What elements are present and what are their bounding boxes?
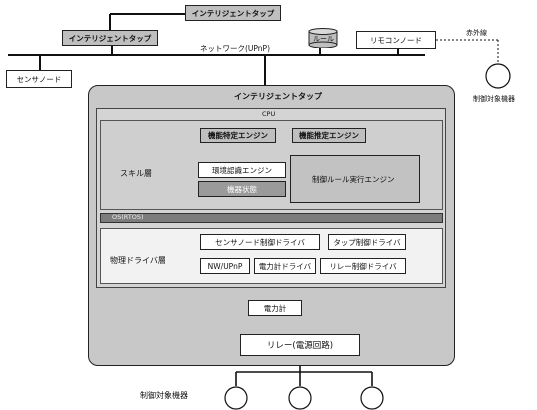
infrared-label: 赤外線 — [466, 29, 487, 37]
remote-control-node: リモコンノード — [356, 31, 436, 49]
control-rule-engine-box — [290, 155, 420, 203]
control-rule-engine-label: 制御ルール実行エンジン — [312, 175, 395, 184]
intelligent-tap-top: インテリジェントタップ — [185, 5, 281, 21]
cpu-label: CPU — [262, 110, 276, 118]
device-circle-right — [485, 63, 511, 89]
driver-layer-label: 物理ドライバ層 — [110, 256, 166, 265]
environment-recognition-engine: 環境認識エンジン — [198, 162, 286, 178]
network-label: ネットワーク(UPnP) — [200, 44, 271, 53]
controlled-device-label-bottom: 制御対象機器 — [140, 391, 188, 400]
device-state-box: 機器状態 — [198, 181, 286, 197]
sensor-node-driver: センサノード制御ドライバ — [200, 234, 320, 250]
device-circle-3 — [360, 386, 384, 410]
intelligent-tap-left: インテリジェントタップ — [62, 30, 158, 46]
situation-inference-engine: 機能推定エンジン — [292, 128, 366, 143]
device-circle-2 — [288, 386, 312, 410]
power-meter: 電力計 — [248, 300, 302, 316]
rule-database-icon — [308, 28, 338, 49]
rule-label: ルール — [313, 35, 334, 43]
skill-layer-label: スキル層 — [120, 169, 152, 178]
controlled-device-label-right: 制御対象機器 — [473, 95, 515, 103]
tap-control-driver: タップ制御ドライバ — [328, 234, 406, 250]
relay-power-circuit: リレー(電源回路) — [240, 334, 360, 356]
nw-upnp-driver: NW/UPnP — [200, 258, 250, 274]
situation-estimation-engine: 機能特定エンジン — [200, 128, 276, 143]
relay-control-driver: リレー制御ドライバ — [320, 258, 406, 274]
sensor-node: センサノード — [6, 70, 72, 88]
os-bar — [100, 213, 443, 223]
power-meter-driver: 電力計ドライバ — [254, 258, 316, 274]
device-circle-1 — [224, 386, 248, 410]
os-label: OS(RTOS) — [112, 213, 144, 221]
main-title: インテリジェントタップ — [234, 92, 322, 101]
